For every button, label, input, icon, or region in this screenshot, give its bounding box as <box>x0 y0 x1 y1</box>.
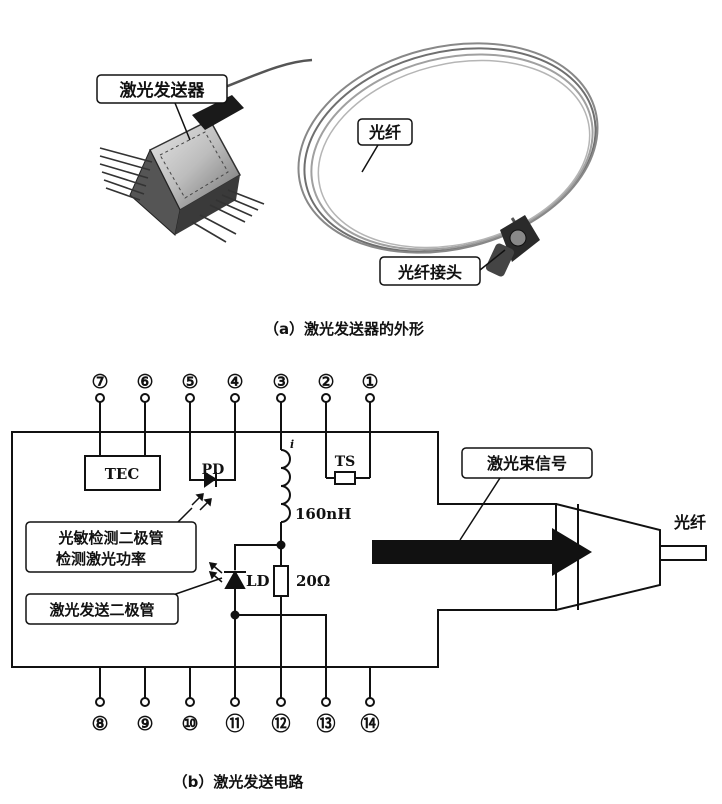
circuit-diagram <box>11 393 707 707</box>
ts-label: TS <box>335 454 356 470</box>
pin-8: ⑧ <box>91 713 108 735</box>
fiber-stub <box>659 545 707 561</box>
svg-text:检测激光功率: 检测激光功率 <box>56 550 146 568</box>
resistor-label: 20Ω <box>296 572 330 590</box>
pin-9: ⑨ <box>136 713 153 735</box>
ts-resistor <box>334 471 356 485</box>
ld-label: LD <box>246 572 270 590</box>
top-pin-stems <box>99 400 371 478</box>
callout-beam: 激光束信号 <box>461 447 593 479</box>
label-connector: 光纤接头 <box>379 249 506 286</box>
pin-12: ⑫ <box>271 712 290 735</box>
inductor-label: 160nH <box>295 505 351 523</box>
pd-light-arrows <box>191 493 212 511</box>
fiber-coil <box>211 42 599 254</box>
ld-light-arrows <box>208 562 223 583</box>
pin-3: ③ <box>272 371 289 393</box>
pin-6: ⑥ <box>136 371 153 393</box>
transmitter-module <box>99 95 265 243</box>
module-pins-right <box>191 189 265 243</box>
pin-14: ⑭ <box>360 712 379 735</box>
pin-5: ⑤ <box>181 371 198 393</box>
svg-text:激光发送器: 激光发送器 <box>120 80 206 101</box>
pin-4: ④ <box>226 371 243 393</box>
caption-a: （a）激光发送器的外形 <box>264 320 424 338</box>
callout-ld: 激光发送二极管 <box>25 593 179 625</box>
tec-label: TEC <box>105 465 140 483</box>
caption-b: （b）激光发送电路 <box>173 773 305 791</box>
pin-10: ⑩ <box>181 713 198 735</box>
label-fiber: 光纤 <box>357 118 413 173</box>
label-transmitter: 激光发送器 <box>96 74 228 141</box>
callout-pd: 光敏检测二极管 检测激光功率 <box>25 521 197 573</box>
ld-diode <box>224 569 246 589</box>
pin-13: ⑬ <box>316 712 335 735</box>
beam-arrow <box>372 528 592 576</box>
pd-diode <box>204 471 217 488</box>
top-pin-heads <box>95 393 375 403</box>
photo-panel: 激光发送器 光纤 光纤接头 <box>96 42 599 286</box>
svg-text:光纤: 光纤 <box>368 123 401 142</box>
tec-box <box>84 455 161 491</box>
top-pin-numbers: ⑦ ⑥ ⑤ ④ ③ ② ① <box>91 371 378 393</box>
pin-2: ② <box>317 371 334 393</box>
bottom-pin-numbers: ⑧ ⑨ ⑩ ⑪ ⑫ ⑬ ⑭ <box>91 712 379 735</box>
inductor-coil <box>280 449 291 523</box>
svg-text:激光发送二极管: 激光发送二极管 <box>49 601 154 619</box>
pd-label: PD <box>202 462 225 478</box>
fiber-out-label: 光纤 <box>673 513 706 532</box>
bottom-pin-heads <box>95 697 375 707</box>
pin-7: ⑦ <box>91 371 108 393</box>
svg-text:光纤接头: 光纤接头 <box>397 263 462 282</box>
pin-1: ① <box>361 371 378 393</box>
resistor-20 <box>273 565 289 597</box>
fiber-connector <box>485 215 540 277</box>
module-pins-left <box>99 147 153 201</box>
svg-text:光敏检测二极管: 光敏检测二极管 <box>57 529 163 547</box>
svg-text:激光束信号: 激光束信号 <box>487 454 567 473</box>
pin-11: ⑪ <box>225 712 244 735</box>
current-mark: i <box>290 438 294 451</box>
bottom-pin-stems <box>99 667 371 700</box>
